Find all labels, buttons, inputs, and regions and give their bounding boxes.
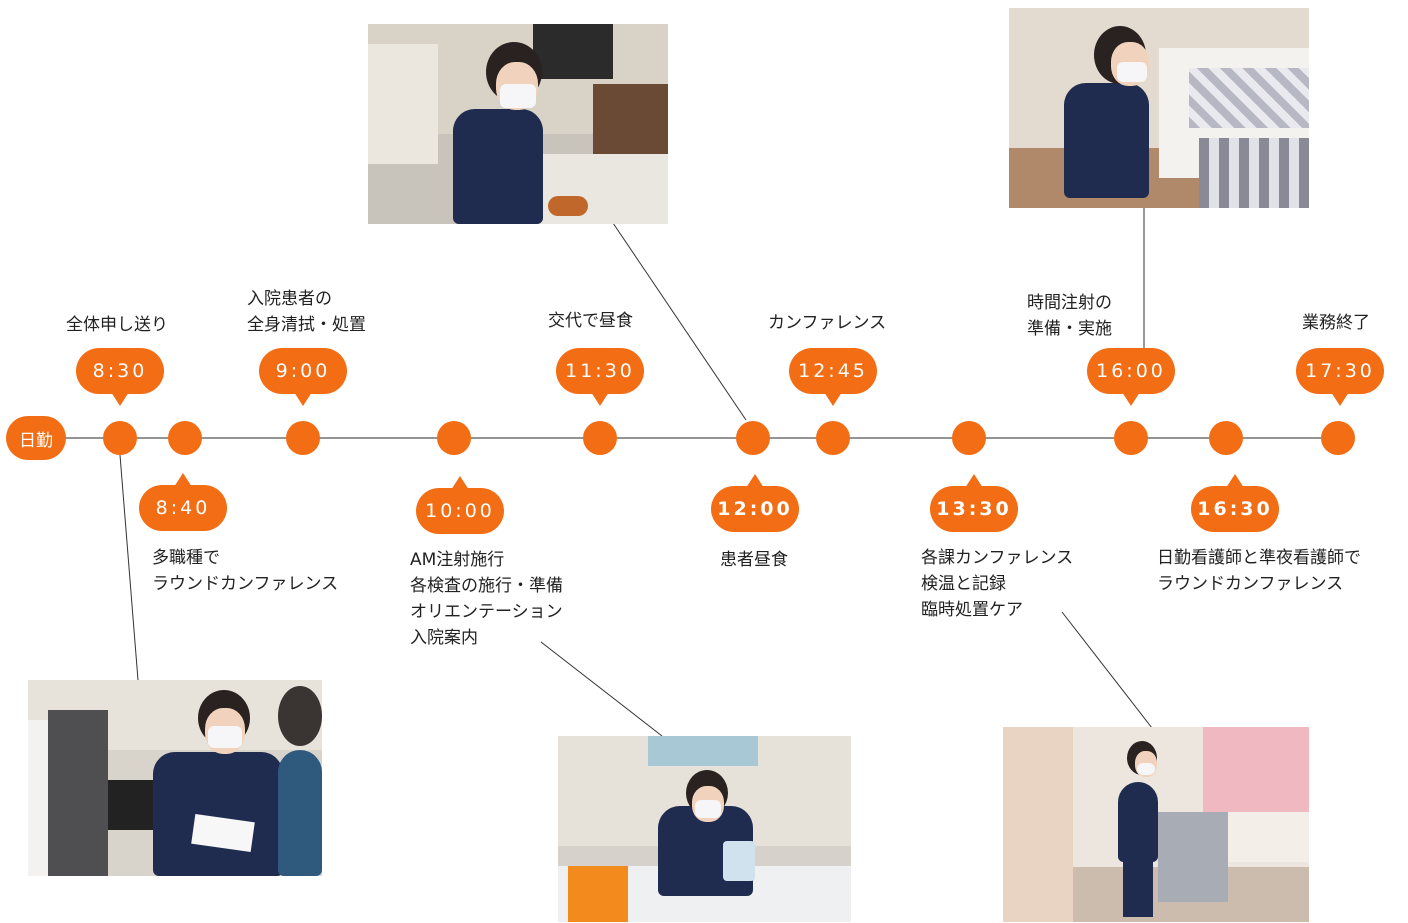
connector-line-vitals-photo — [1061, 611, 1153, 729]
connector-line-am-injection-photo — [540, 641, 663, 737]
time-bubble-1630: 16:30 — [1191, 474, 1279, 532]
time-bubble-0830: 8:30 — [76, 348, 164, 406]
time-bubble-1730: 17:30 — [1296, 348, 1384, 406]
event-label-0900: 入院患者の 全身清拭・処置 — [247, 286, 366, 338]
event-label-1630: 日勤看護師と準夜看護師で ラウンドカンファレンス — [1157, 545, 1361, 597]
event-label-line: 各課カンファレンス — [921, 548, 1074, 568]
event-label-line: カンファレンス — [768, 313, 887, 333]
event-label-1600: 時間注射の 準備・実施 — [1027, 290, 1112, 342]
event-label-line: 全身清拭・処置 — [247, 315, 366, 335]
event-label-line: 検温と記録 — [921, 574, 1006, 594]
event-label-0830: 全体申し送り — [66, 312, 168, 338]
event-label-line: 準備・実施 — [1027, 319, 1112, 339]
event-label-line: 多職種で — [152, 548, 220, 568]
event-label-line: 入院案内 — [410, 628, 478, 648]
event-label-1000: AM注射施行 各検査の施行・準備 オリエンテーション 入院案内 — [410, 547, 563, 651]
time-bubble-0900: 9:00 — [259, 348, 347, 406]
event-label-line: 交代で昼食 — [548, 311, 633, 331]
timeline-dot-1600 — [1114, 421, 1148, 455]
event-label-1730: 業務終了 — [1302, 310, 1370, 336]
timeline-dot-0830 — [103, 421, 137, 455]
event-label-line: 日勤看護師と準夜看護師で — [1157, 548, 1361, 568]
event-label-line: 時間注射の — [1027, 293, 1112, 313]
event-label-line: AM注射施行 — [410, 550, 505, 570]
time-bubble-0840: 8:40 — [139, 473, 227, 531]
event-label-line: 臨時処置ケア — [921, 600, 1023, 620]
connector-line-briefing-photo — [119, 454, 139, 681]
event-label-0840: 多職種で ラウンドカンファレンス — [152, 545, 338, 597]
event-label-1330: 各課カンファレンス 検温と記録 臨時処置ケア — [921, 545, 1073, 623]
event-label-1200: 患者昼食 — [720, 547, 788, 573]
photo-injection-preparation — [558, 736, 851, 922]
photo-team-round — [28, 680, 322, 876]
timeline-dot-1200 — [736, 421, 770, 455]
event-label-line: 患者昼食 — [720, 550, 788, 570]
timeline-dot-1630 — [1209, 421, 1243, 455]
timeline-dot-1730 — [1321, 421, 1355, 455]
connector-line-lunch-photo — [612, 222, 747, 421]
time-bubble-1000: 10:00 — [416, 476, 504, 534]
event-label-1130: 交代で昼食 — [548, 308, 633, 334]
shift-start-badge: 日勤 — [6, 416, 66, 460]
time-bubble-1130: 11:30 — [556, 348, 644, 406]
photo-meal-assistance — [368, 24, 668, 224]
timeline-dot-1130 — [583, 421, 617, 455]
timeline-dot-0900 — [286, 421, 320, 455]
event-label-line: 業務終了 — [1302, 313, 1370, 333]
timeline-dot-1330 — [952, 421, 986, 455]
timeline-dot-1245 — [816, 421, 850, 455]
time-bubble-1200: 12:00 — [711, 474, 799, 532]
event-label-line: 各検査の施行・準備 — [410, 576, 563, 596]
event-label-line: ラウンドカンファレンス — [1157, 574, 1344, 594]
event-label-1245: カンファレンス — [768, 310, 886, 336]
time-bubble-1245: 12:45 — [789, 348, 877, 406]
event-label-line: 入院患者の — [247, 289, 332, 309]
photo-vitals-recording — [1003, 727, 1309, 922]
timeline-dot-1000 — [437, 421, 471, 455]
time-bubble-1600: 16:00 — [1087, 348, 1175, 406]
timeline-dot-0840 — [168, 421, 202, 455]
event-label-line: 全体申し送り — [66, 315, 168, 335]
event-label-line: オリエンテーション — [410, 602, 563, 622]
photo-injection-bedside — [1009, 8, 1309, 208]
event-label-line: ラウンドカンファレンス — [152, 574, 339, 594]
time-bubble-1330: 13:30 — [930, 474, 1018, 532]
